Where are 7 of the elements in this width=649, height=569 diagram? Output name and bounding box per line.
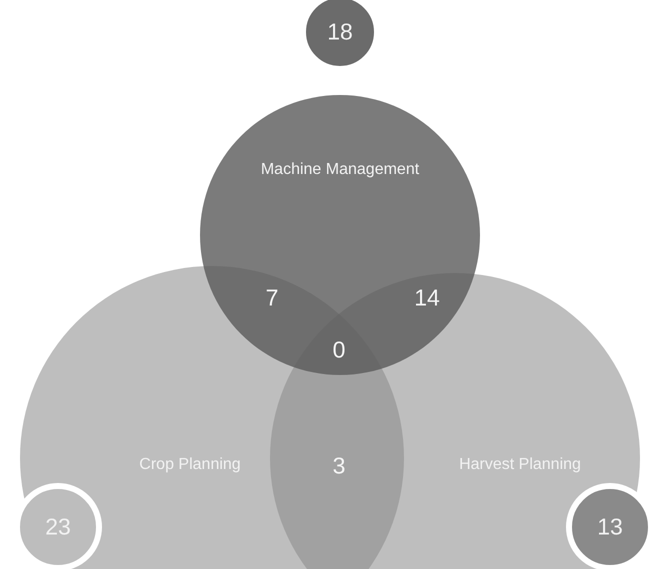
- overlap-count: 7: [266, 284, 278, 312]
- circle-label: Machine Management: [260, 161, 420, 179]
- count-label: 18: [327, 18, 353, 46]
- overlap-count: 0: [332, 336, 346, 364]
- count-label: 13: [597, 514, 623, 540]
- overlap-count: 3: [332, 452, 346, 480]
- overlap-count: 14: [414, 284, 440, 312]
